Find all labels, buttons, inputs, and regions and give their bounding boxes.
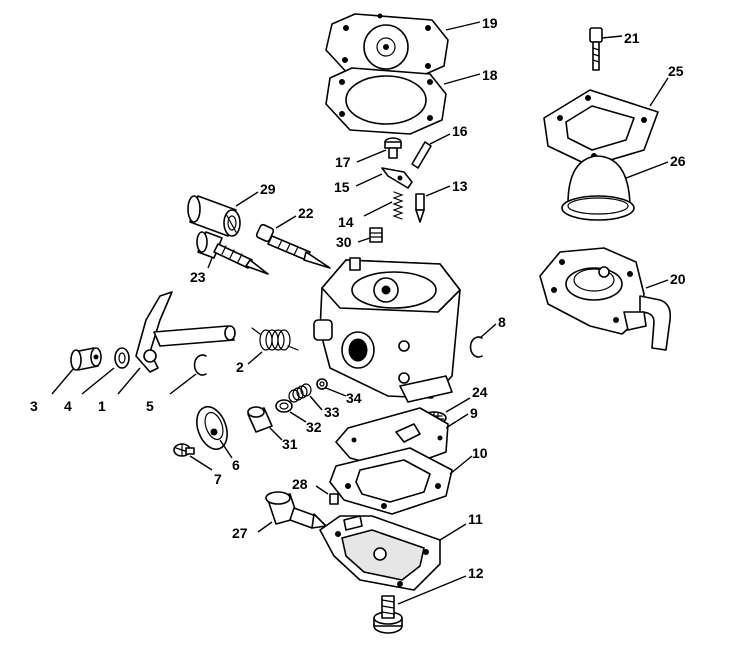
callout-28: 28 (292, 476, 308, 492)
callout-25: 25 (668, 63, 684, 79)
callout-10: 10 (472, 445, 488, 461)
callout-23: 23 (190, 269, 206, 285)
part-4-washer (114, 347, 130, 369)
callout-34: 34 (346, 390, 362, 406)
part-33-spring (288, 383, 312, 403)
part-5-e-clip (193, 354, 207, 376)
part-22-adjusting-screw (255, 223, 331, 269)
callout-2: 2 (236, 359, 244, 375)
callout-6: 6 (232, 457, 240, 473)
part-21-screw (589, 27, 603, 71)
callout-4: 4 (64, 398, 72, 414)
part-31-plug (247, 406, 273, 433)
callout-32: 32 (306, 419, 322, 435)
callout-30: 30 (336, 234, 352, 250)
callout-14: 14 (338, 214, 354, 230)
part-14-spring (392, 191, 404, 220)
callout-13: 13 (452, 178, 468, 194)
part-25-pump-gasket (543, 89, 659, 167)
callout-22: 22 (298, 205, 314, 221)
part-16-pin (411, 141, 432, 169)
part-11-pump-cover (319, 515, 441, 591)
callout-21: 21 (624, 30, 640, 46)
callout-24: 24 (472, 384, 488, 400)
callout-31: 31 (282, 436, 298, 452)
callout-16: 16 (452, 123, 468, 139)
part-32-o-ring (275, 399, 293, 413)
part-29-sleeve (187, 195, 241, 237)
callout-20: 20 (670, 271, 686, 287)
callout-11: 11 (468, 511, 483, 527)
callout-5: 5 (146, 398, 154, 414)
callout-1: 1 (98, 398, 106, 414)
callout-9: 9 (470, 405, 478, 421)
part-26-primer-bulb (561, 155, 635, 221)
part-7-screw (173, 443, 195, 457)
part-12-cover-screw (373, 595, 403, 634)
callout-3: 3 (30, 398, 38, 414)
part-28-plug (329, 493, 339, 505)
part-1-throttle-shaft (135, 291, 236, 373)
part-19-diaphragm (325, 13, 449, 81)
callout-7: 7 (214, 471, 222, 487)
part-34-ball (316, 378, 328, 390)
part-15-lever (381, 167, 413, 189)
callout-29: 29 (260, 181, 276, 197)
callout-26: 26 (670, 153, 686, 169)
part-20-pump-housing (539, 247, 672, 351)
part-23-adjusting-screw (196, 231, 269, 275)
part-13-inlet-needle (415, 193, 425, 223)
callout-8: 8 (498, 314, 506, 330)
callout-15: 15 (334, 179, 350, 195)
part-10-pump-gasket (329, 447, 453, 515)
callout-19: 19 (482, 15, 498, 31)
callout-18: 18 (482, 67, 498, 83)
part-2-torsion-spring (251, 327, 299, 351)
carburetor-body (313, 257, 461, 403)
part-6-throttle-plate (196, 405, 228, 451)
part-3-bushing (70, 347, 102, 371)
part-17-screw (384, 137, 402, 159)
part-8-e-clip (469, 336, 483, 358)
callout-27: 27 (232, 525, 248, 541)
callout-17: 17 (335, 154, 351, 170)
part-27-idle-screw (265, 491, 327, 529)
part-30-plug (369, 227, 383, 243)
callout-33: 33 (324, 404, 340, 420)
part-18-gasket (325, 67, 447, 135)
callout-12: 12 (468, 565, 484, 581)
